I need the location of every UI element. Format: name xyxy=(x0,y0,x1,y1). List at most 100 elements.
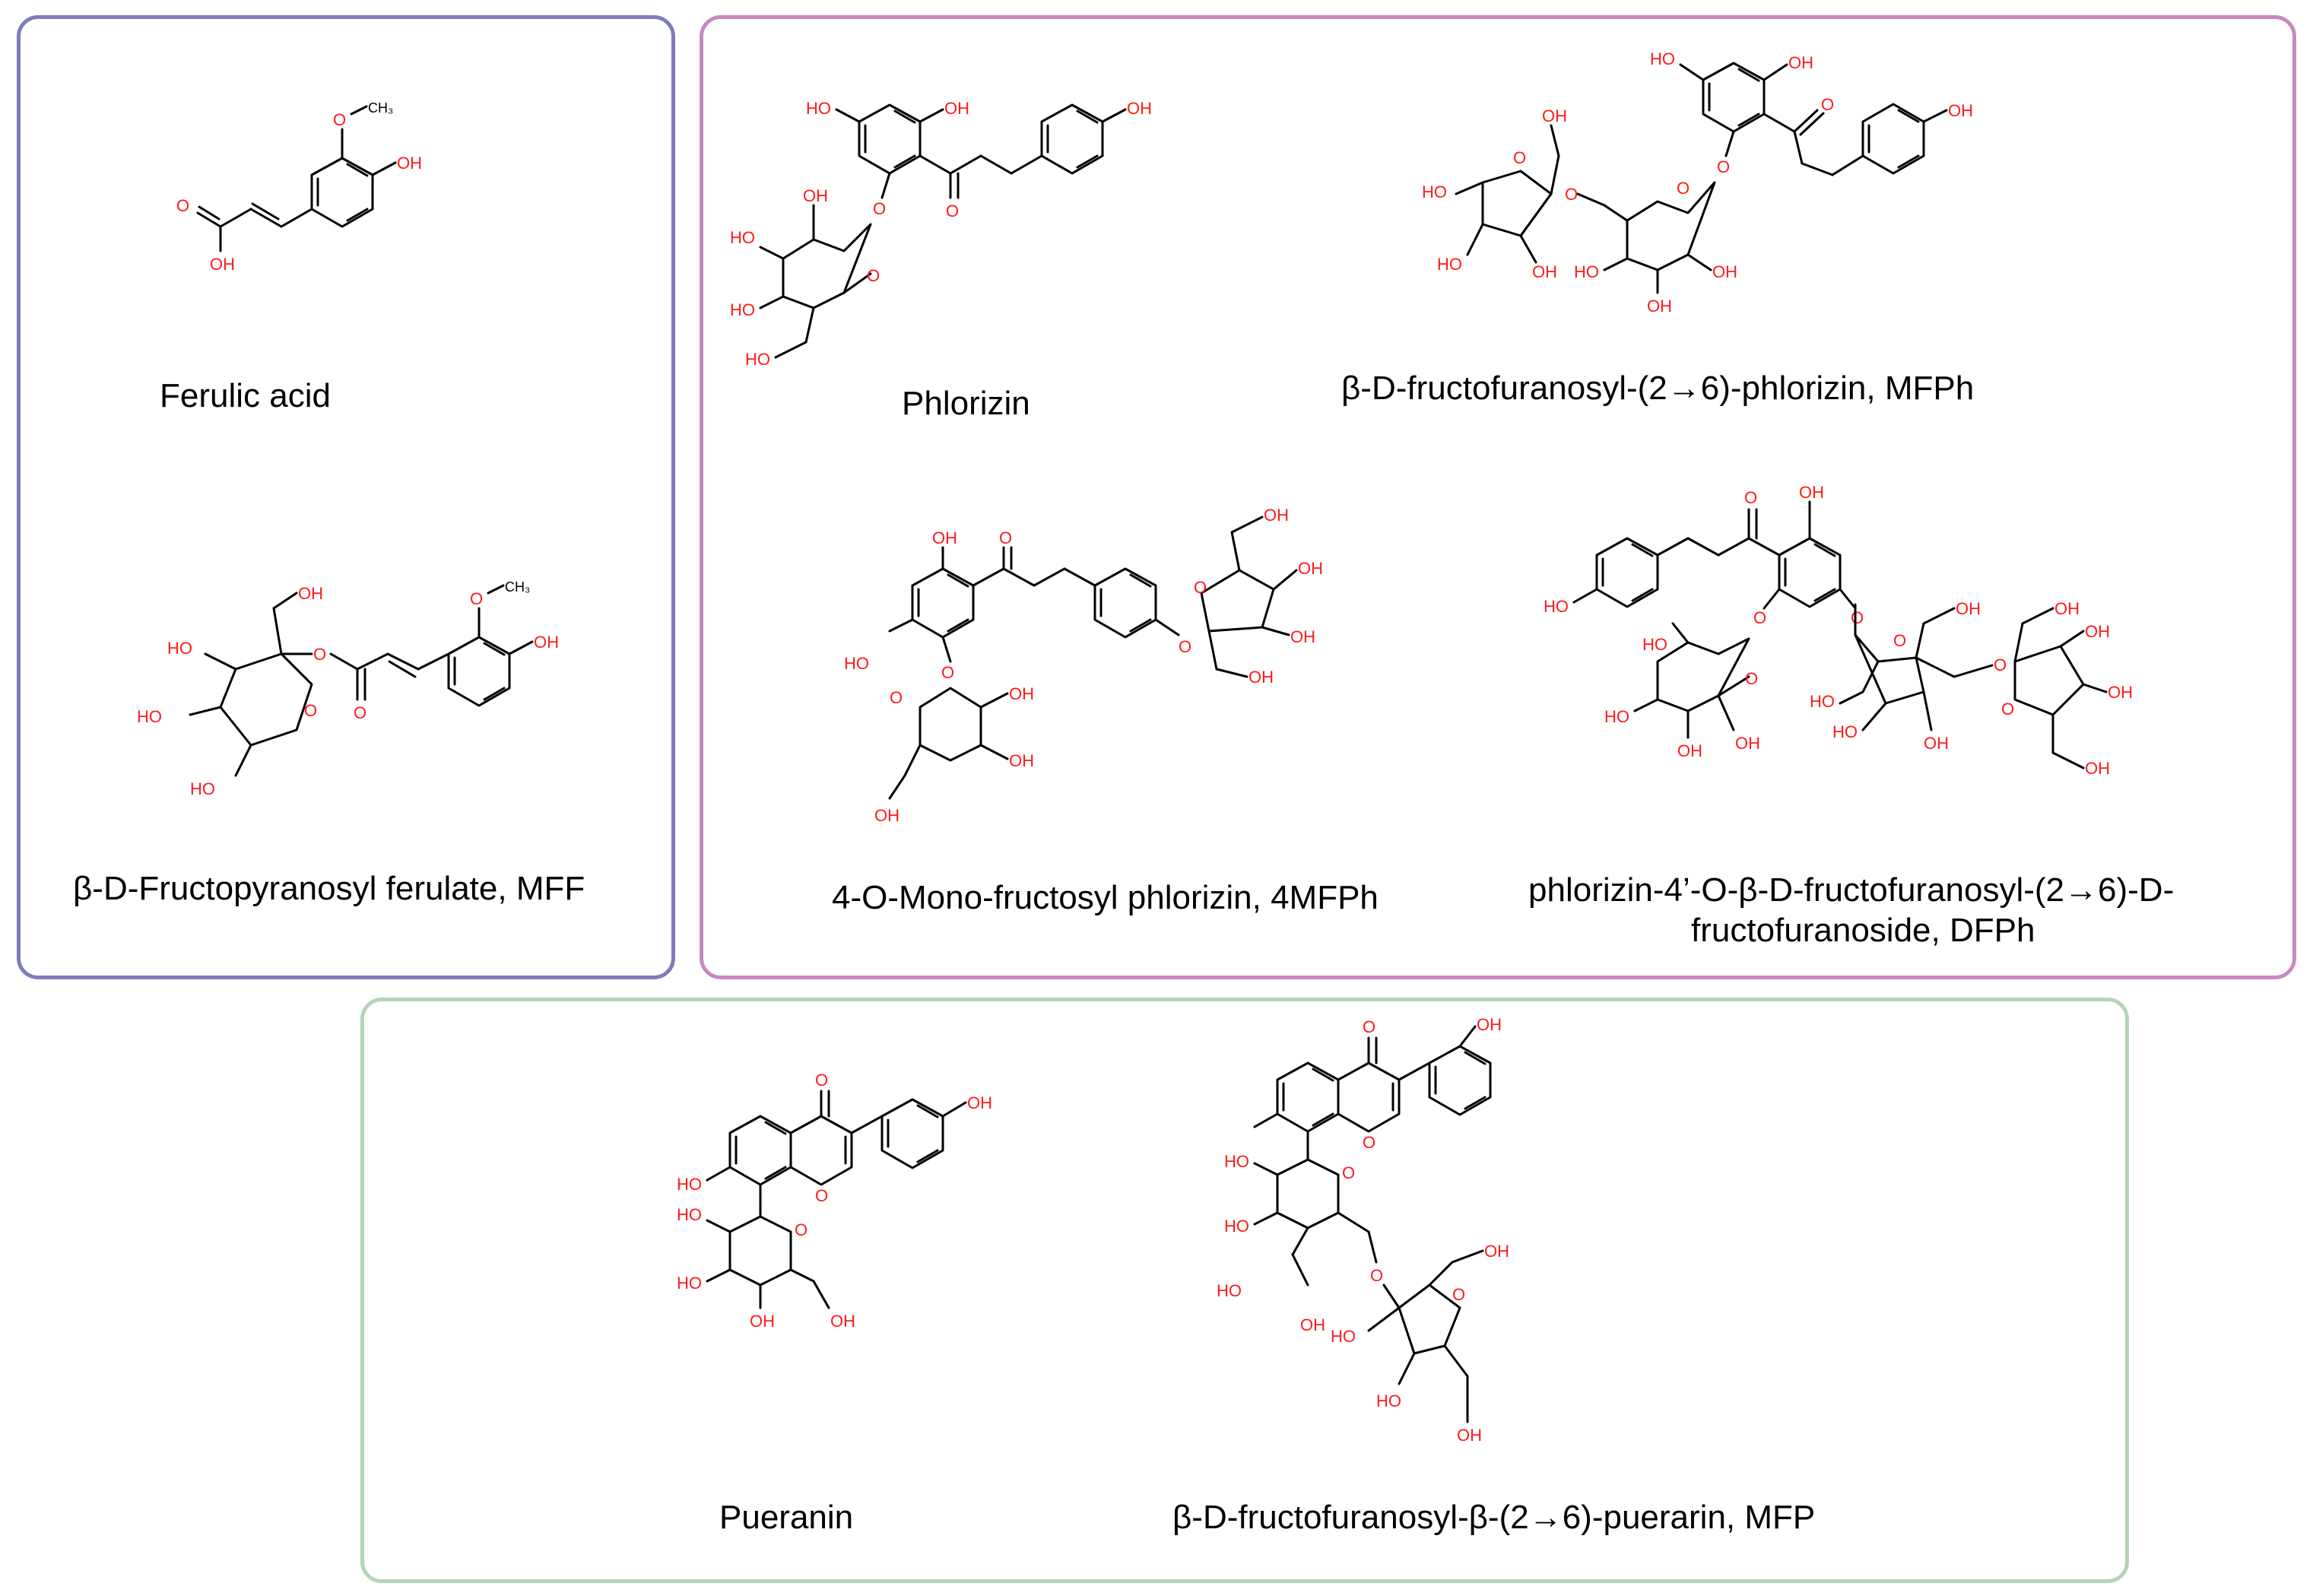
svg-text:O: O xyxy=(1753,608,1766,627)
svg-text:O: O xyxy=(1370,1266,1383,1285)
svg-text:CH₃: CH₃ xyxy=(505,579,530,595)
svg-text:O: O xyxy=(1851,608,1864,627)
svg-text:OH: OH xyxy=(298,584,323,603)
svg-text:HO: HO xyxy=(1217,1281,1242,1300)
dfph-structure: HO O OH O O O HO HO OH OH O HO HO OH OH … xyxy=(1544,483,2133,778)
svg-text:O: O xyxy=(1821,95,1834,114)
svg-text:OH: OH xyxy=(874,806,900,825)
svg-text:OH: OH xyxy=(1735,734,1760,753)
svg-text:OH: OH xyxy=(1677,741,1702,760)
svg-text:OH: OH xyxy=(1457,1426,1482,1445)
svg-text:OH: OH xyxy=(1290,627,1315,646)
mfph-label: β-D-fructofuranosyl-(2→6)-phlorizin, MFP… xyxy=(1341,370,1975,407)
svg-text:HO: HO xyxy=(730,300,755,319)
svg-text:HO: HO xyxy=(1810,692,1835,711)
svg-text:HO: HO xyxy=(745,350,770,369)
svg-text:O: O xyxy=(2001,700,2014,719)
svg-text:CH₃: CH₃ xyxy=(368,100,393,116)
svg-text:OH: OH xyxy=(967,1093,992,1112)
svg-text:O: O xyxy=(941,663,954,682)
svg-text:OH: OH xyxy=(2085,622,2110,641)
svg-text:OH: OH xyxy=(750,1312,775,1331)
svg-text:OH: OH xyxy=(803,186,828,205)
svg-text:O: O xyxy=(1513,148,1526,167)
puerarin-structure: O O OH HO O HO HO OH OH xyxy=(677,1071,992,1331)
svg-text:O: O xyxy=(470,589,483,608)
svg-text:HO: HO xyxy=(730,228,755,247)
svg-text:O: O xyxy=(1194,578,1207,597)
svg-text:HO: HO xyxy=(1376,1391,1401,1410)
mfph4-label: 4-O-Mono-fructosyl phlorizin, 4MFPh xyxy=(832,879,1379,916)
phlorizin-structure: HO OH O OH O O OH HO HO HO xyxy=(730,99,1152,369)
svg-text:O: O xyxy=(890,688,903,707)
svg-text:OH: OH xyxy=(1956,599,1981,618)
svg-text:O: O xyxy=(795,1220,807,1239)
svg-text:HO: HO xyxy=(1574,262,1599,281)
svg-text:OH: OH xyxy=(1712,262,1737,281)
phlorizin-panel xyxy=(700,15,2296,979)
svg-text:HO: HO xyxy=(1224,1152,1249,1171)
svg-text:O: O xyxy=(1745,669,1758,688)
svg-text:HO: HO xyxy=(844,654,869,673)
svg-text:OH: OH xyxy=(1532,262,1557,281)
svg-text:O: O xyxy=(176,196,189,215)
svg-text:HO: HO xyxy=(677,1205,702,1224)
svg-text:HO: HO xyxy=(1604,707,1629,726)
svg-text:O: O xyxy=(1363,1133,1375,1152)
svg-text:OH: OH xyxy=(944,99,969,118)
svg-text:O: O xyxy=(1677,179,1690,198)
svg-text:O: O xyxy=(815,1071,828,1090)
svg-text:OH: OH xyxy=(1484,1242,1509,1261)
svg-text:O: O xyxy=(1717,157,1730,176)
svg-text:OH: OH xyxy=(1264,506,1289,525)
svg-text:O: O xyxy=(1744,488,1757,507)
mff-structure: O OH HO HO HO O O O CH₃ OH xyxy=(137,579,559,798)
svg-text:O: O xyxy=(873,199,886,218)
svg-text:O: O xyxy=(1994,655,2007,674)
svg-text:HO: HO xyxy=(1642,635,1667,654)
svg-text:O: O xyxy=(1452,1285,1465,1304)
svg-text:OH: OH xyxy=(1009,684,1034,703)
svg-text:HO: HO xyxy=(167,639,192,658)
svg-text:O: O xyxy=(999,528,1012,547)
svg-text:O: O xyxy=(1342,1163,1355,1182)
svg-text:OH: OH xyxy=(1542,106,1567,125)
svg-text:HO: HO xyxy=(1544,597,1569,616)
svg-text:OH: OH xyxy=(534,633,559,652)
mfph4-structure: OH HO O O O OH OH OH OH O O OH OH OH xyxy=(844,506,1323,825)
svg-text:O: O xyxy=(333,110,346,129)
svg-text:OH: OH xyxy=(1948,101,1973,120)
svg-text:O: O xyxy=(1893,631,1906,650)
svg-text:HO: HO xyxy=(1422,182,1447,201)
mfp-label: β-D-fructofuranosyl-β-(2→6)-puerarin, MF… xyxy=(1172,1499,1816,1536)
svg-text:OH: OH xyxy=(2108,683,2133,702)
svg-text:O: O xyxy=(313,645,326,664)
svg-text:OH: OH xyxy=(2085,759,2110,778)
svg-text:OH: OH xyxy=(1647,297,1672,316)
svg-text:HO: HO xyxy=(1437,255,1462,274)
svg-text:OH: OH xyxy=(1249,668,1274,687)
svg-text:OH: OH xyxy=(1298,559,1323,578)
svg-text:OH: OH xyxy=(932,528,957,547)
svg-text:HO: HO xyxy=(1650,49,1675,68)
svg-text:OH: OH xyxy=(1799,483,1824,502)
ferulic-acid-structure: O CH₃ OH O OH xyxy=(176,100,422,274)
svg-text:O: O xyxy=(1363,1017,1375,1036)
svg-text:HO: HO xyxy=(677,1274,702,1293)
mfph-structure: HO OH O OH O O OH OH HO O O OH HO HO OH xyxy=(1422,49,1973,316)
dfph-label-line2: fructofuranoside, DFPh xyxy=(1691,912,2035,949)
svg-text:HO: HO xyxy=(1224,1217,1249,1236)
svg-text:OH: OH xyxy=(1924,734,1949,753)
svg-text:OH: OH xyxy=(397,154,422,173)
svg-text:OH: OH xyxy=(1127,99,1152,118)
ferulic-panel xyxy=(17,15,675,979)
svg-text:O: O xyxy=(946,201,959,221)
svg-text:OH: OH xyxy=(1477,1015,1502,1034)
svg-text:OH: OH xyxy=(2054,599,2080,618)
svg-text:HO: HO xyxy=(1331,1327,1356,1346)
svg-text:HO: HO xyxy=(1832,722,1858,741)
mff-label: β-D-Fructopyranosyl ferulate, MFF xyxy=(73,870,585,907)
svg-text:HO: HO xyxy=(137,707,162,726)
svg-text:HO: HO xyxy=(190,779,215,798)
ferulic-acid-label: Ferulic acid xyxy=(160,377,331,414)
